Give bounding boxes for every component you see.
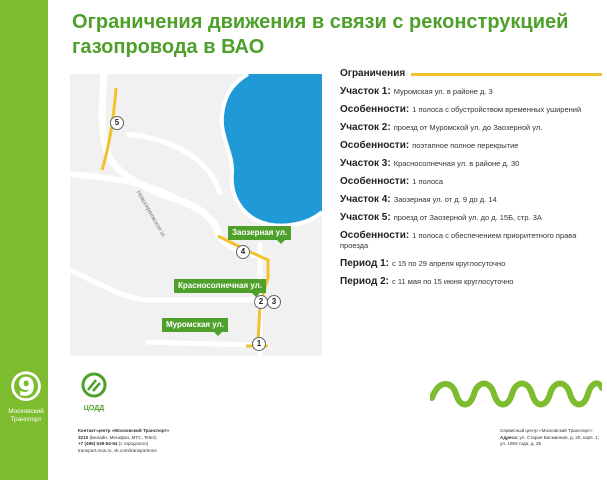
restriction-row-key: Период 2: [340,276,389,287]
restriction-row-value: 1 полоса [412,177,444,186]
map-label-krasnosolnechnaya: Красносолнечная ул. [174,279,267,297]
title-line-2: газопровода в ВАО [72,36,265,58]
service-center-address-2: ул. 1905 года, д. 25 [500,441,542,446]
contact-center-short-number: 3210 (Билайн, Мегафон, МТС, Tele2) [78,434,157,440]
restriction-row: Участок 2:проезд от Муромской ул. до Зао… [340,123,602,133]
restriction-row: Особенности:поэтапное полное перекрытие [340,141,602,151]
moscow-transport-mark-icon: ⑨ [8,367,44,409]
header-underline [411,73,602,76]
road-north [70,171,180,203]
restriction-section-5 [100,87,118,171]
restriction-row-key: Период 1: [340,258,389,269]
moscow-transport-logo: ⑨ Московский Транспорт [4,368,48,424]
restriction-row: Участок 1:Муромская ул. в районе д. 3 [340,87,602,97]
restrictions-header-text: Ограничения [340,68,406,79]
map[interactable]: Новогиреевское ш. Заозерная ул. Красносо… [70,74,322,356]
restrictions-list: Участок 1:Муромская ул. в районе д. 3 Осо… [340,87,602,287]
contacts-contact-center: Контакт-центр «Московский Транспорт» 321… [78,428,258,454]
restriction-row: Особенности:1 полоса с обустройством вре… [340,105,602,115]
road-novogireevskoe [98,74,224,239]
map-label-muromskaya: Муромская ул. [162,318,228,336]
brand-side-band [0,0,48,480]
restriction-row-value: с 11 мая по 15 июня круглосуточно [392,277,514,286]
restrictions-panel: Ограничения Участок 1:Муромская ул. в ра… [340,68,602,295]
restriction-row-value: Заозерная ул. от д. 9 до д. 14 [393,195,497,204]
restriction-row-key: Участок 4: [340,194,391,205]
restriction-row-value: 1 полоса с обеспечением приоритетного пр… [340,231,577,250]
restriction-row-value: проезд от Заозерной ул. до д. 15Б, стр. … [393,213,542,222]
marker-section-3[interactable]: 3 [267,295,281,309]
lake-shore [219,74,322,228]
restriction-row-key: Участок 1: [340,86,391,97]
road-west [70,267,151,303]
service-center-address-1: Адреса: ул. Старая Басманная, д. 20, кор… [500,434,599,440]
restriction-row-key: Особенности: [340,104,410,115]
road-main-diagonal [125,131,223,195]
contacts-service-center: Сервисный центр «Московский Транспорт» А… [500,428,600,448]
page-title: Ограничения движения в связи с реконстру… [72,10,592,60]
restriction-row-key: Особенности: [340,140,410,151]
restriction-row-key: Участок 5: [340,212,391,223]
restriction-row-value: 1 полоса с обустройством временных ушире… [412,105,582,114]
restriction-row-value: с 15 по 29 апреля круглосуточно [392,259,506,268]
restriction-row-value: проезд от Муромской ул. до Заозерной ул. [393,123,543,132]
restriction-row: Особенности:1 полоса [340,177,602,187]
marker-section-2[interactable]: 2 [254,295,268,309]
restriction-row: Период 1:с 15 по 29 апреля круглосуточно [340,259,602,269]
decorative-wave-pattern [430,380,602,408]
marker-section-4[interactable]: 4 [236,245,250,259]
restriction-row: Участок 4:Заозерная ул. от д. 9 до д. 14 [340,195,602,205]
restriction-row-key: Участок 2: [340,122,391,133]
marker-section-5[interactable]: 5 [110,116,124,130]
moscow-transport-logo-line-2: Транспорт [10,416,42,423]
restriction-row: Участок 3:Красносолнечная ул. в районе д… [340,159,602,169]
codd-logo-text: ЦОДД [83,405,105,412]
marker-section-1[interactable]: 1 [252,337,266,351]
restriction-row-value: Муромская ул. в районе д. 3 [393,87,493,96]
restriction-row-key: Участок 3: [340,158,391,169]
contact-center-title: Контакт-центр «Московский Транспорт» [78,428,170,433]
restriction-row-key: Особенности: [340,230,410,241]
restriction-row-key: Особенности: [340,176,410,187]
restrictions-header: Ограничения [340,68,602,79]
map-label-zaozernaya: Заозерная ул. [228,226,292,244]
restriction-section-4 [217,234,270,278]
map-roads [70,74,322,356]
codd-logo: ЦОДД [78,372,110,412]
lake [221,74,322,226]
title-line-1: Ограничения движения в связи с реконстру… [72,11,569,33]
restriction-row: Период 2:с 11 мая по 15 июня круглосуточ… [340,277,602,287]
contact-center-links[interactable]: transport.mos.ru, vk.com/transportmos [78,447,157,453]
codd-mark-icon [81,372,107,398]
restriction-row-value: поэтапное полное перекрытие [412,141,519,150]
service-center-title: Сервисный центр «Московский Транспорт» [500,428,593,433]
contact-center-phone: +7 (495) 539-54-54 (с городского) [78,441,149,446]
restriction-row: Участок 5:проезд от Заозерной ул. до д. … [340,213,602,223]
moscow-transport-logo-line-1: Московский [8,408,44,415]
restriction-row-value: Красносолнечная ул. в районе д. 30 [393,159,520,168]
restriction-row: Особенности:1 полоса с обеспечением прио… [340,231,602,251]
